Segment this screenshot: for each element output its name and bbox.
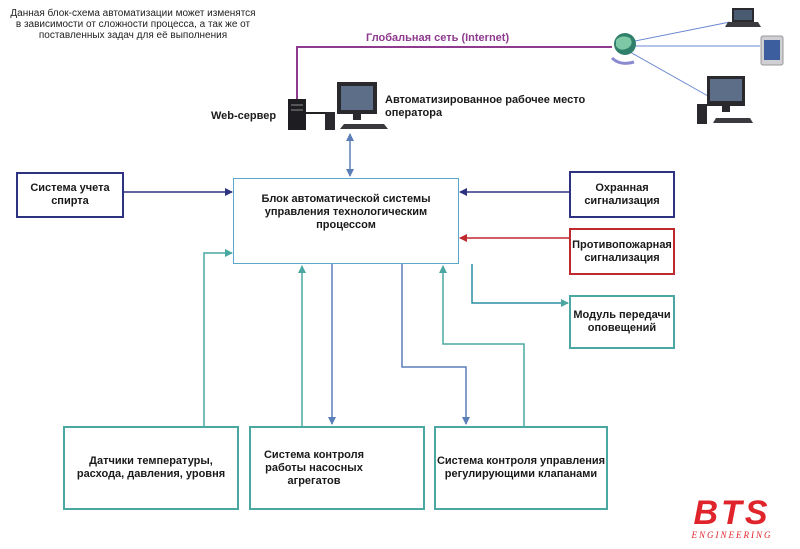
web-server-label: Web-сервер: [211, 110, 277, 122]
arrow-sensors-main: [203, 249, 233, 426]
bts-logo: BTS ENGINEERING: [676, 494, 788, 540]
arrow-main-valves-1: [401, 264, 470, 425]
valve-control-block: Система контроля управления регулирующим…: [434, 426, 608, 510]
workstation-icon: [325, 82, 388, 130]
server-icon: [288, 99, 306, 130]
logo-sub-text: ENGINEERING: [691, 530, 773, 540]
logo-main-text: BTS: [693, 494, 771, 532]
notification-module-block: Модуль передачи оповещений: [569, 295, 675, 349]
diagram-note: Данная блок-схема автоматизации может из…: [10, 8, 256, 41]
arrow-main-notification: [471, 264, 569, 307]
globe-icon: [610, 33, 636, 65]
fire-alarm-block: Противопожарная сигнализация: [569, 228, 675, 275]
internet-line: [296, 46, 612, 100]
security-alarm-block: Охранная сигнализация: [569, 171, 675, 218]
main-control-block: Блок автоматической системы управления т…: [233, 178, 459, 264]
pump-control-block: Система контроля работы насосных агрегат…: [249, 426, 425, 510]
spirit-accounting-block: Система учета спирта: [16, 172, 124, 218]
sensors-block: Датчики температуры, расхода, давления, …: [63, 426, 239, 510]
laptop-icon: [725, 8, 761, 27]
arrow-valves-main: [439, 265, 525, 426]
workstation-label: Автоматизированное рабочее место операто…: [385, 94, 586, 119]
pump-control-label: Система контроля работы насосных агрегат…: [263, 448, 365, 487]
internet-label: Глобальная сеть (Internet): [366, 32, 510, 44]
remote-desktop-icon: [697, 76, 753, 124]
tablet-icon: [760, 35, 784, 66]
